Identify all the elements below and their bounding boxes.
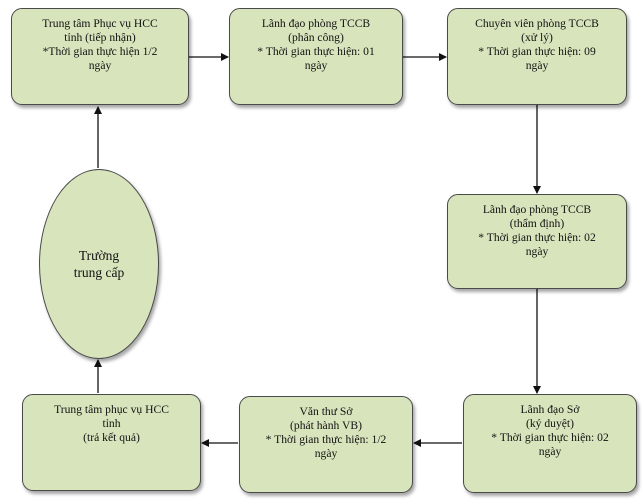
node-text: ngày bbox=[304, 59, 328, 72]
node-text: * Thời gian thực hiện: 1/2 bbox=[265, 433, 387, 446]
node-text: ngày bbox=[538, 445, 562, 458]
node-text: (xử lý) bbox=[521, 31, 553, 44]
node-text: (trả kết quả) bbox=[83, 431, 140, 444]
node-text: ngày bbox=[314, 447, 338, 460]
node-text: Trung tâm Phục vụ HCC bbox=[42, 17, 158, 30]
node-chuyen-vien-xu-ly: Chuyên viên phòng TCCB (xử lý) * Thời gi… bbox=[447, 8, 627, 105]
node-lanh-dao-so: Lãnh đạo Sở (ký duyệt) * Thời gian thực … bbox=[463, 394, 637, 493]
node-text: ngày bbox=[525, 59, 549, 72]
node-text: trung cấp bbox=[73, 265, 125, 280]
node-text: * Thời gian thực hiện: 01 bbox=[257, 45, 375, 58]
node-text: Lãnh đạo phòng TCCB bbox=[482, 203, 592, 216]
node-text: Trung tâm phục vụ HCC bbox=[54, 403, 169, 416]
node-text: * Thời gian thực hiện: 02 bbox=[491, 431, 609, 444]
node-trung-tam-tiep-nhan: Trung tâm Phục vụ HCC tỉnh (tiếp nhận) *… bbox=[11, 8, 189, 105]
node-text: ngày bbox=[525, 245, 549, 258]
node-text: Văn thư Sở bbox=[299, 405, 353, 418]
node-text: (thẩm định) bbox=[509, 217, 565, 230]
node-text: * Thời gian thực hiện: 02 bbox=[478, 231, 596, 244]
node-text: (phân công) bbox=[288, 31, 344, 44]
node-text: Lãnh đạo Sở bbox=[520, 403, 580, 416]
node-text: tỉnh bbox=[102, 417, 121, 430]
node-text: (ký duyệt) bbox=[526, 417, 574, 430]
node-text: Chuyên viên phòng TCCB bbox=[475, 17, 599, 30]
node-trung-tam-tra-ket-qua: Trung tâm phục vụ HCC tỉnh (trả kết quả) bbox=[22, 394, 201, 491]
node-lanh-dao-phong-tham-dinh: Lãnh đạo phòng TCCB (thẩm định) * Thời g… bbox=[447, 194, 627, 289]
node-text: Lãnh đạo phòng TCCB bbox=[261, 17, 371, 30]
node-truong-trung-cap: Trường trung cấp bbox=[39, 169, 159, 359]
node-text: tỉnh (tiếp nhận) bbox=[64, 31, 136, 44]
node-lanh-dao-phong-phan-cong: Lãnh đạo phòng TCCB (phân công) * Thời g… bbox=[229, 8, 403, 105]
node-text: *Thời gian thực hiện 1/2 bbox=[42, 45, 158, 58]
node-text: Trường bbox=[78, 248, 120, 263]
node-text: ngày bbox=[88, 59, 112, 72]
node-text: * Thời gian thực hiện: 09 bbox=[478, 45, 596, 58]
node-van-thu-so: Văn thư Sở (phát hành VB) * Thời gian th… bbox=[239, 396, 413, 493]
node-text: (phát hành VB) bbox=[290, 419, 362, 432]
